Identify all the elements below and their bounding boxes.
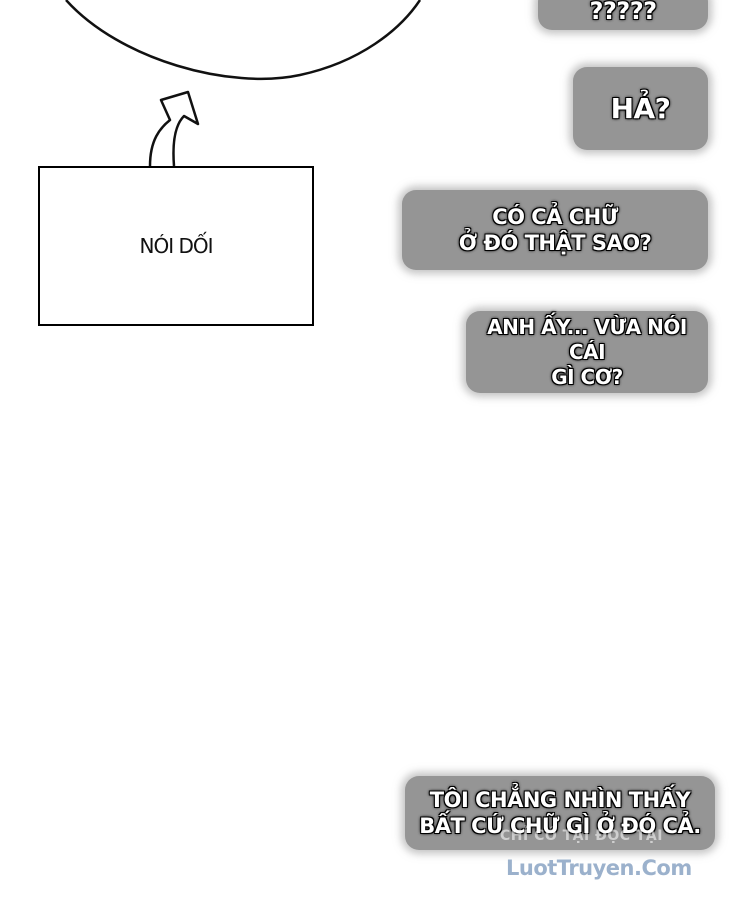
watermark-small: CHỈ CÓ TẠI ĐỌC TẠI bbox=[500, 828, 663, 844]
bubble-text: CÓ CẢ CHỮ Ở ĐÓ THẬT SAO? bbox=[458, 204, 652, 255]
speech-bubble-anh-ay: ANH ẤY... VỪA NÓI CÁI GÌ CƠ? bbox=[466, 311, 708, 393]
caption-text: NÓI DỐI bbox=[139, 234, 214, 258]
arrow-icon bbox=[148, 90, 200, 167]
bubble-text: HẢ? bbox=[610, 92, 671, 125]
speech-bubble-toi-chang: TÔI CHẲNG NHÌN THẤY BẤT CỨ CHỮ GÌ Ở ĐÓ C… bbox=[405, 776, 715, 850]
caption-box: NÓI DỐI bbox=[38, 166, 314, 326]
bubble-text: ????? bbox=[589, 0, 657, 25]
bubble-text: TÔI CHẲNG NHÌN THẤY BẤT CỨ CHỮ GÌ Ở ĐÓ C… bbox=[419, 787, 701, 838]
bubble-text: ANH ẤY... VỪA NÓI CÁI GÌ CƠ? bbox=[487, 314, 687, 389]
watermark-site: LuotTruyen.Com bbox=[506, 856, 692, 880]
round-speech-bubble bbox=[65, 0, 422, 81]
speech-bubble-co-ca-chu: CÓ CẢ CHỮ Ở ĐÓ THẬT SAO? bbox=[402, 190, 708, 270]
speech-bubble-ha: HẢ? bbox=[573, 67, 708, 150]
speech-bubble-question-marks: ????? bbox=[538, 0, 708, 30]
